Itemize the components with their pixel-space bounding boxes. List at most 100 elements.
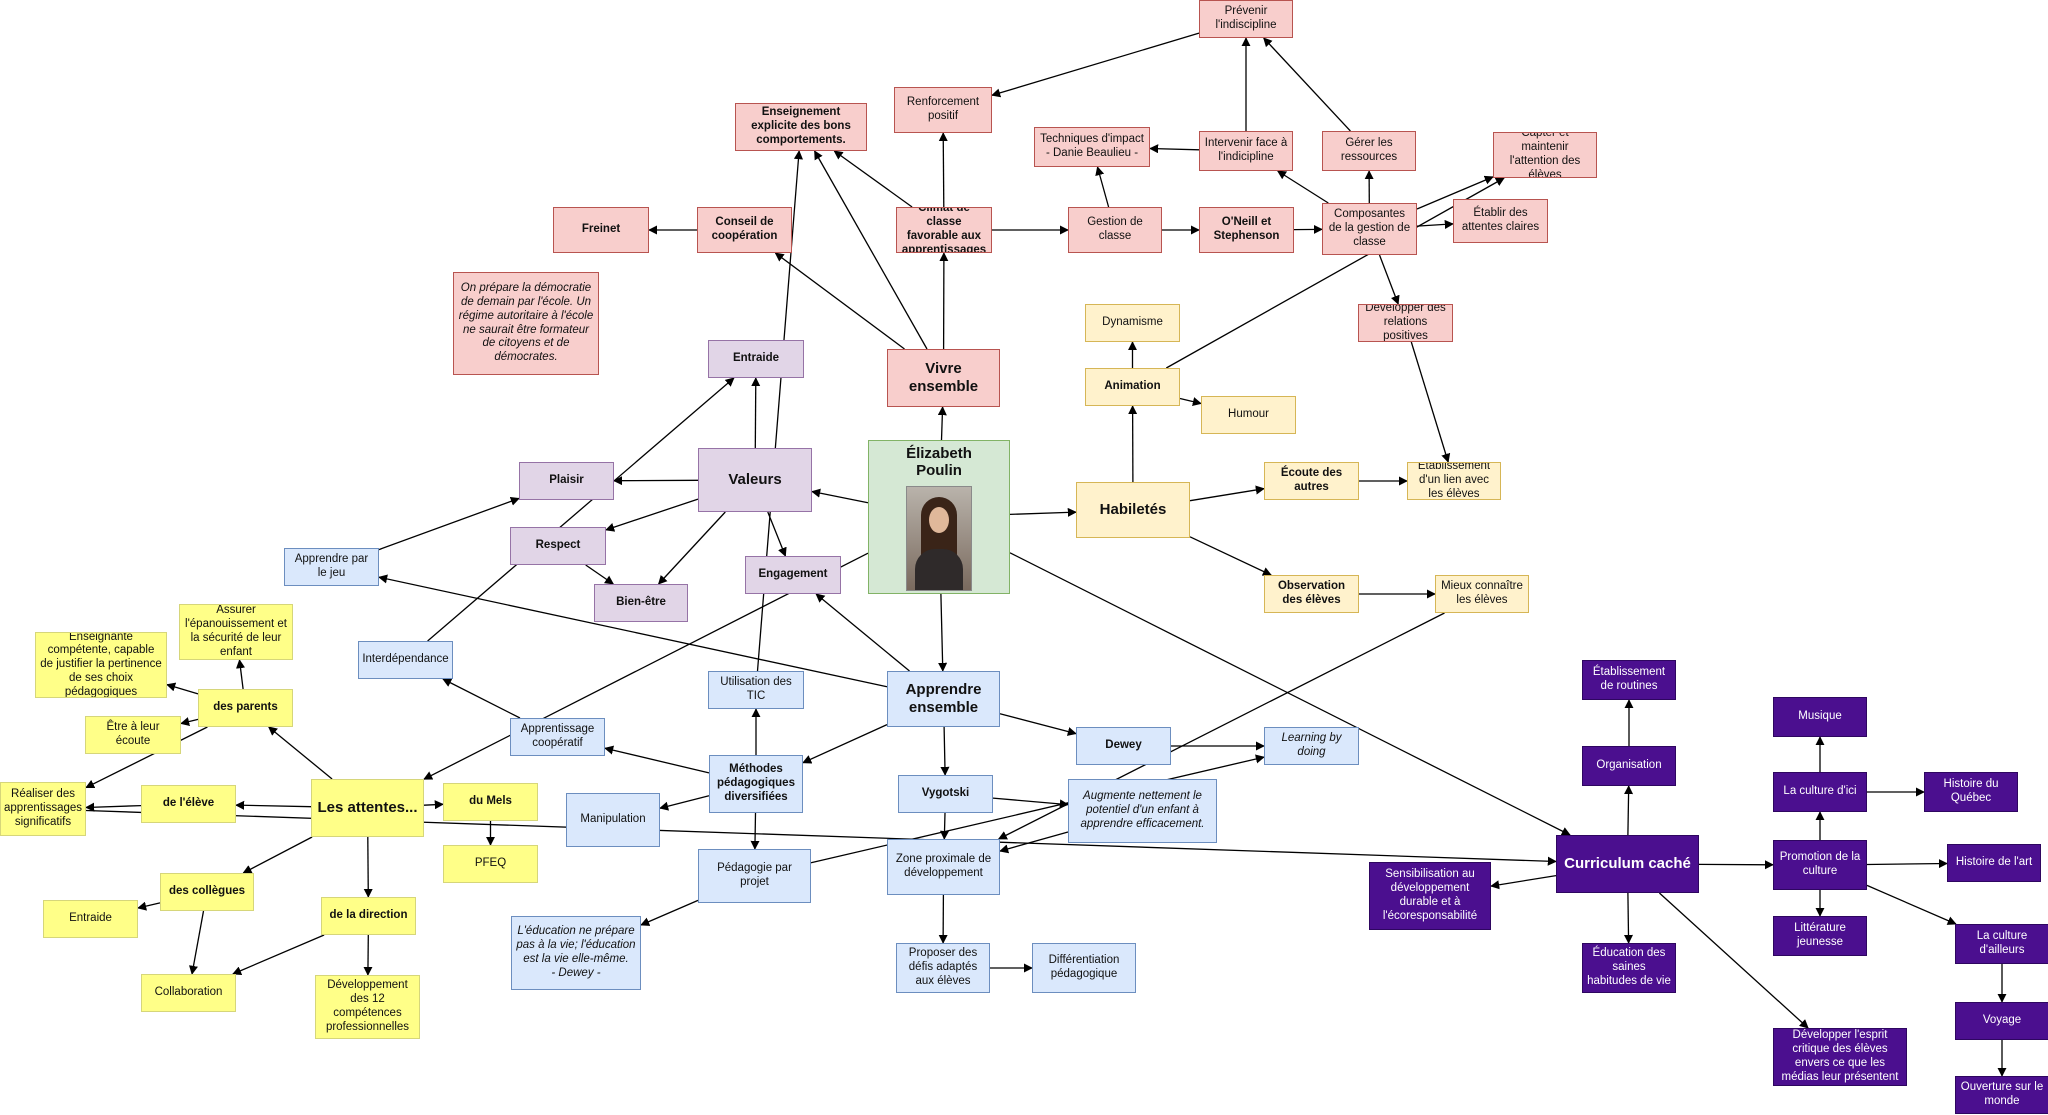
- node-manipulation[interactable]: Manipulation: [566, 793, 660, 847]
- node-mels[interactable]: du Mels: [443, 783, 538, 821]
- edge-climat-to-renforcement: [938, 132, 948, 208]
- node-label: des collègues: [168, 885, 246, 898]
- node-plaisir[interactable]: Plaisir: [519, 462, 614, 500]
- node-mieux[interactable]: Mieux connaître les élèves: [1435, 575, 1529, 613]
- node-realiser[interactable]: Réaliser des apprentissages significatif…: [0, 782, 86, 836]
- node-label: Augmente nettement le potentiel d'un enf…: [1080, 790, 1205, 830]
- node-intervenir[interactable]: Intervenir face à l'indicipline: [1199, 131, 1293, 171]
- node-entraide-p[interactable]: Entraide: [708, 340, 804, 378]
- node-developpement12[interactable]: Développement des 12 compétences profess…: [315, 975, 420, 1039]
- node-climat[interactable]: Climat de classe favorable aux apprentis…: [896, 207, 992, 253]
- node-label: Ouverture sur le monde: [1960, 1081, 2044, 1107]
- node-label: Éducation des saines habitudes de vie: [1587, 947, 1671, 987]
- node-musique[interactable]: Musique: [1773, 697, 1867, 737]
- node-etablissement-lien[interactable]: Établissement d'un lien avec les élèves: [1407, 462, 1501, 500]
- node-promotion[interactable]: Promotion de la culture: [1773, 840, 1867, 890]
- edge-composantes-to-developper-rel: [1378, 254, 1400, 305]
- node-entraide-y[interactable]: Entraide: [43, 900, 138, 938]
- node-culture-ailleurs[interactable]: La culture d'ailleurs: [1955, 924, 2048, 964]
- node-enseignement[interactable]: Enseignement explicite des bons comporte…: [735, 103, 867, 151]
- node-competente[interactable]: Enseignante compétente, capable de justi…: [35, 632, 167, 698]
- node-jeu[interactable]: Apprendre par le jeu: [284, 548, 379, 586]
- node-habiletes[interactable]: Habiletés: [1076, 482, 1190, 538]
- node-histoire-qc[interactable]: Histoire du Québec: [1924, 772, 2018, 812]
- node-voyage[interactable]: Voyage: [1955, 1002, 2048, 1040]
- node-dewey-q[interactable]: L'éducation ne prépare pas à la vie; l'é…: [511, 916, 641, 990]
- node-litterature[interactable]: Littérature jeunesse: [1773, 916, 1867, 956]
- node-routines[interactable]: Établissement de routines: [1582, 660, 1676, 700]
- node-organisation[interactable]: Organisation: [1582, 746, 1676, 786]
- node-capter[interactable]: Capter et maintenir l'attention des élèv…: [1493, 132, 1597, 178]
- node-bienetre[interactable]: Bien-être: [594, 584, 688, 622]
- node-label: PFEQ: [474, 857, 507, 870]
- node-label: Entraide: [69, 912, 112, 925]
- node-label: Habiletés: [1099, 501, 1167, 518]
- node-center[interactable]: Élizabeth Poulin: [868, 440, 1010, 594]
- edge-projet-to-learning: [810, 754, 1265, 864]
- node-apprendre[interactable]: Apprendre ensemble: [887, 671, 1000, 727]
- node-label: de la direction: [329, 909, 408, 922]
- node-collegues[interactable]: des collègues: [160, 873, 254, 911]
- node-vivre[interactable]: Vivre ensemble: [887, 349, 1000, 407]
- edge-apprendre-to-vygotski: [940, 726, 950, 776]
- node-valeurs[interactable]: Valeurs: [698, 448, 812, 512]
- node-assurer[interactable]: Assurer l'épanouissement et la sécurité …: [179, 604, 293, 660]
- node-label: Plaisir: [549, 474, 584, 487]
- node-observation[interactable]: Observation des élèves: [1264, 575, 1359, 613]
- node-conseil[interactable]: Conseil de coopération: [697, 207, 792, 253]
- node-etablir[interactable]: Établir des attentes claires: [1453, 199, 1548, 243]
- node-tic[interactable]: Utilisation des TIC: [708, 671, 804, 709]
- node-dewey[interactable]: Dewey: [1076, 727, 1171, 765]
- node-freinet[interactable]: Freinet: [553, 207, 649, 253]
- node-gestion[interactable]: Gestion de classe: [1068, 207, 1162, 253]
- node-developper-rel[interactable]: Développer des relations positives: [1358, 304, 1453, 342]
- node-histoire-art[interactable]: Histoire de l'art: [1947, 844, 2041, 882]
- edge-vivre-to-conseil: [774, 252, 905, 350]
- edge-developper-rel-to-etablissement-lien: [1410, 341, 1451, 463]
- node-methodes[interactable]: Méthodes pédagogiques diversifiées: [709, 755, 803, 813]
- node-ecoute[interactable]: Écoute des autres: [1264, 462, 1359, 500]
- node-vygotski[interactable]: Vygotski: [898, 775, 993, 813]
- node-curriculum[interactable]: Curriculum caché: [1556, 835, 1699, 893]
- node-esprit[interactable]: Développer l'esprit critique des élèves …: [1773, 1028, 1907, 1086]
- node-animation[interactable]: Animation: [1085, 368, 1180, 406]
- portrait-photo-icon: [906, 485, 972, 591]
- node-prevenir[interactable]: Prévenir l'indiscipline: [1199, 0, 1293, 38]
- node-culture-ici[interactable]: La culture d'ici: [1773, 772, 1867, 812]
- node-label: Dewey: [1105, 739, 1142, 752]
- node-dynamisme[interactable]: Dynamisme: [1085, 304, 1180, 342]
- node-label: Gérer les ressources: [1340, 137, 1398, 163]
- node-ecoute-y[interactable]: Être à leur écoute: [85, 716, 181, 754]
- edge-interdependance-to-entraide-p: [427, 377, 735, 642]
- node-humour[interactable]: Humour: [1201, 396, 1296, 434]
- node-eleve[interactable]: de l'élève: [141, 785, 236, 823]
- node-interdependance[interactable]: Interdépendance: [358, 641, 453, 679]
- node-learning[interactable]: Learning by doing: [1264, 727, 1359, 765]
- node-renforcement[interactable]: Renforcement positif: [894, 87, 992, 133]
- node-differentiation[interactable]: Différentiation pédagogique: [1032, 943, 1136, 993]
- node-proposer[interactable]: Proposer des défis adaptés aux élèves: [896, 943, 990, 993]
- edge-collegues-to-entraide-y: [137, 901, 161, 911]
- center-node-title: Élizabeth Poulin: [906, 445, 972, 480]
- node-direction[interactable]: de la direction: [321, 897, 416, 935]
- node-augmente[interactable]: Augmente nettement le potentiel d'un enf…: [1068, 779, 1217, 843]
- node-saines[interactable]: Éducation des saines habitudes de vie: [1582, 943, 1676, 993]
- node-attentes[interactable]: Les attentes...: [311, 779, 424, 837]
- node-collaboration[interactable]: Collaboration: [141, 974, 236, 1012]
- node-oneill[interactable]: O'Neill et Stephenson: [1199, 207, 1294, 253]
- node-democratie[interactable]: On prépare la démocratie de demain par l…: [453, 272, 599, 375]
- node-sensibilisation[interactable]: Sensibilisation au développement durable…: [1369, 862, 1491, 930]
- node-cooperatif[interactable]: Apprentissage coopératif: [510, 718, 605, 756]
- node-zone[interactable]: Zone proximale de développement: [887, 839, 1000, 895]
- node-label: Développement des 12 compétences profess…: [325, 979, 410, 1033]
- node-projet[interactable]: Pédagogie par projet: [698, 849, 811, 903]
- node-parents[interactable]: des parents: [198, 689, 293, 727]
- node-composantes[interactable]: Composantes de la gestion de classe: [1322, 203, 1417, 255]
- node-label: Établissement d'un lien avec les élèves: [1417, 462, 1491, 500]
- node-respect[interactable]: Respect: [510, 527, 606, 565]
- node-engagement[interactable]: Engagement: [745, 556, 841, 594]
- node-techniques[interactable]: Techniques d'impact - Danie Beaulieu -: [1034, 127, 1150, 167]
- node-ouverture[interactable]: Ouverture sur le monde: [1955, 1076, 2048, 1114]
- node-gerer[interactable]: Gérer les ressources: [1322, 131, 1416, 171]
- node-pfeq[interactable]: PFEQ: [443, 845, 538, 883]
